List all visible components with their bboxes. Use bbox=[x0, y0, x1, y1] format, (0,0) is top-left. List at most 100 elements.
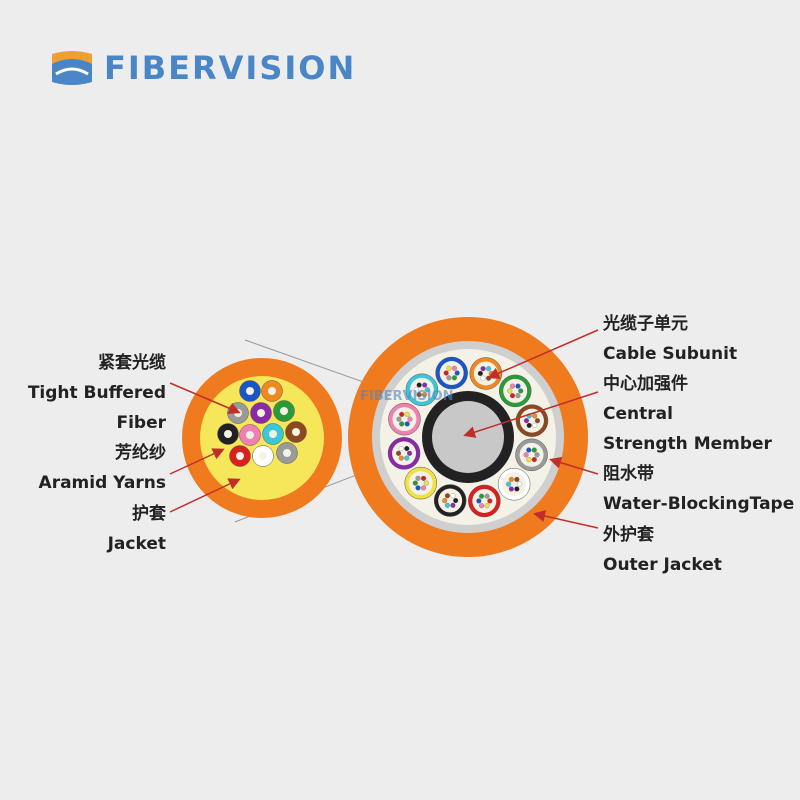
fiber-core bbox=[259, 452, 267, 460]
subunit-interior bbox=[392, 407, 417, 432]
fiber-core bbox=[246, 387, 254, 395]
tight-buffered-fibers bbox=[217, 380, 307, 467]
subunit-fiber bbox=[398, 446, 404, 452]
arrow-subunit bbox=[487, 329, 599, 379]
subunit-fiber bbox=[412, 480, 418, 486]
subunit-fiber bbox=[523, 452, 529, 458]
cable-subunits bbox=[387, 356, 549, 518]
subunit-fiber bbox=[486, 366, 492, 372]
fiber-core bbox=[236, 452, 244, 460]
subunit-fiber bbox=[484, 503, 490, 509]
subunit-fiber bbox=[416, 391, 422, 398]
subunit-interior bbox=[408, 471, 433, 496]
subunit-fiber bbox=[420, 475, 427, 481]
subunit-interior bbox=[439, 361, 464, 386]
label-water-blocking-en: Water-BlockingTape bbox=[603, 494, 795, 514]
subunit-fiber bbox=[477, 370, 483, 377]
fiber-core bbox=[283, 449, 291, 457]
subunit-fiber bbox=[398, 455, 404, 461]
subunit-fiber bbox=[442, 497, 448, 504]
fiber-core bbox=[246, 431, 254, 439]
fiber-core bbox=[280, 407, 288, 415]
subunit-fiber bbox=[404, 446, 410, 452]
subunit-fiber bbox=[453, 497, 459, 504]
fiber-core bbox=[292, 428, 300, 436]
arrow-outer-jacket bbox=[533, 510, 599, 529]
subunit-fiber bbox=[446, 375, 452, 381]
arrow-central bbox=[463, 391, 599, 438]
subunit-fiber bbox=[534, 418, 540, 424]
subunit-fiber bbox=[423, 480, 429, 486]
subunit-interior bbox=[473, 361, 498, 386]
label-strength-member: Strength Member bbox=[603, 434, 772, 454]
subunit-interior bbox=[392, 441, 417, 466]
subunit-fiber bbox=[531, 457, 537, 463]
subunit-fiber bbox=[424, 387, 430, 393]
subunit-interior bbox=[438, 488, 463, 513]
subunit-fiber bbox=[450, 493, 456, 499]
subunit-fiber bbox=[480, 375, 486, 381]
label-central-zh: 中心加强件 bbox=[603, 374, 688, 394]
subunit-interior bbox=[409, 377, 434, 402]
subunit-fiber bbox=[415, 485, 421, 491]
subunit-fiber bbox=[509, 393, 516, 399]
label-outer-jacket-zh: 外护套 bbox=[603, 525, 654, 545]
fiber-core bbox=[257, 409, 265, 417]
subunit-fiber bbox=[479, 503, 485, 509]
label-tight-buffered-fiber: Fiber bbox=[116, 413, 166, 433]
subunit-fiber bbox=[422, 391, 428, 398]
subunit-fiber bbox=[450, 502, 456, 508]
subunit-fiber bbox=[396, 450, 402, 456]
subunit-fiber bbox=[399, 421, 405, 427]
label-subunit-zh: 光缆子单元 bbox=[603, 314, 688, 334]
subunit-fiber bbox=[443, 370, 449, 376]
fiber-core bbox=[269, 430, 277, 438]
watermark: FIBERVISION bbox=[360, 389, 454, 404]
brand-name: FIBERVISION bbox=[104, 49, 357, 87]
subunit-cable bbox=[348, 317, 588, 557]
subunit-fiber bbox=[531, 447, 537, 453]
label-tight-buffered-en: Tight Buffered bbox=[27, 383, 166, 403]
subunit-fiber bbox=[508, 476, 514, 483]
subunit-fiber bbox=[526, 447, 532, 453]
label-aramid-en: Aramid Yarns bbox=[38, 473, 166, 493]
callout-arrows bbox=[169, 329, 599, 529]
label-outer-jacket-en: Outer Jacket bbox=[603, 555, 722, 575]
subunit-fiber bbox=[451, 365, 457, 371]
subunit-fiber bbox=[518, 388, 524, 394]
subunit-fiber bbox=[404, 411, 410, 417]
subunit-fiber bbox=[509, 383, 516, 389]
brand-logo: FIBERVISION bbox=[50, 48, 356, 88]
subunit-fiber bbox=[407, 416, 413, 422]
subunit-fiber bbox=[507, 388, 513, 394]
subunit-fiber bbox=[404, 455, 410, 461]
subunit-fiber bbox=[506, 481, 512, 487]
arrow-aramid bbox=[169, 448, 225, 475]
subunit-fiber bbox=[514, 476, 520, 483]
subunit-fiber bbox=[515, 393, 521, 399]
subunit-fiber bbox=[413, 387, 419, 393]
brand-logo-icon bbox=[52, 51, 92, 85]
subunit-interior bbox=[472, 488, 497, 513]
subunit-fiber bbox=[479, 493, 485, 499]
arrow-water-blocking bbox=[549, 456, 599, 475]
subunit-fiber bbox=[476, 498, 482, 504]
label-subunit-en: Cable Subunit bbox=[603, 344, 738, 364]
subunit-fiber bbox=[422, 382, 428, 388]
subunit-fiber bbox=[487, 498, 493, 504]
subunit-fiber bbox=[532, 413, 538, 419]
subunit-fiber bbox=[454, 370, 460, 376]
subunit-interior bbox=[519, 442, 544, 467]
label-jacket-en: Jacket bbox=[107, 534, 166, 554]
subunit-fiber bbox=[480, 366, 486, 372]
subunit-fiber bbox=[416, 382, 422, 388]
label-tight-buffered-zh: 紧套光缆 bbox=[98, 353, 166, 373]
central-strength-member bbox=[432, 401, 504, 473]
subunit-fiber bbox=[404, 421, 410, 427]
subunit-fiber bbox=[444, 493, 450, 499]
label-aramid-zh: 芳纶纱 bbox=[115, 443, 166, 463]
fiber-core bbox=[268, 387, 276, 395]
subunit-fiber bbox=[515, 383, 521, 389]
subunit-fiber bbox=[526, 422, 532, 428]
